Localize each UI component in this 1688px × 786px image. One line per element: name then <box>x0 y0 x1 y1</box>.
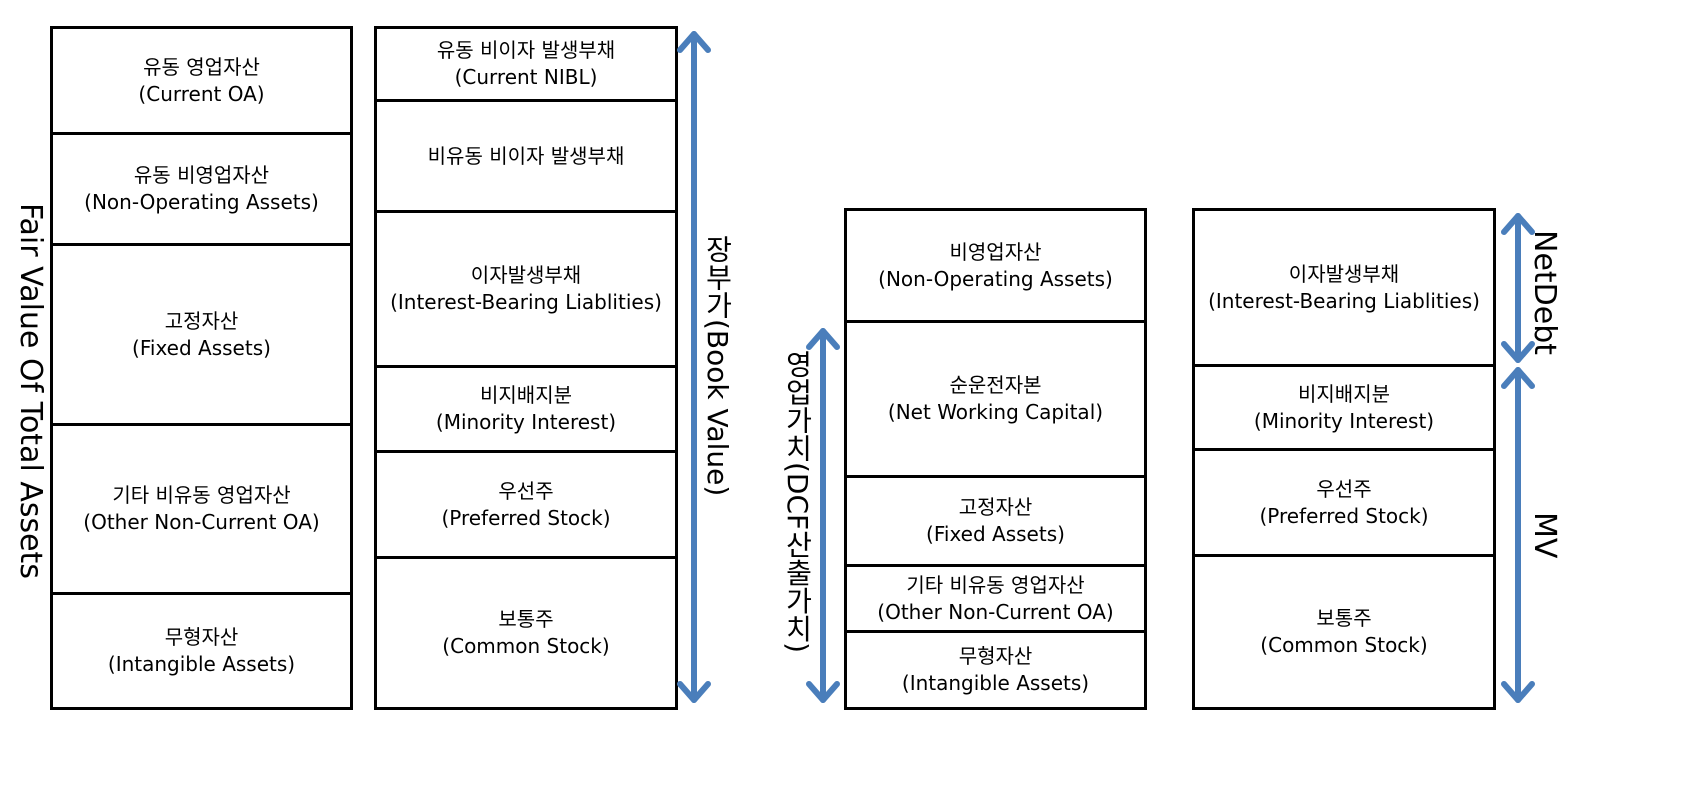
intangible-assets-cell: 무형자산 (Intangible Assets) <box>847 633 1144 707</box>
cell-korean-label: 유동 비영업자산 <box>133 163 270 187</box>
book-value-arrow <box>677 31 711 703</box>
non-current-nibl-cell: 비유동 비이자 발생부채 <box>377 102 675 213</box>
other-non-current-oa-cell: 기타 비유동 영업자산 (Other Non-Current OA) <box>847 567 1144 633</box>
cell-english-label: (Preferred Stock) <box>441 505 611 530</box>
cell-korean-label: 보통주 <box>1316 606 1372 630</box>
cell-korean-label: 유동 영업자산 <box>143 54 260 79</box>
interest-bearing-liabilities-cell: 이자발생부채 (Interest-Bearing Liablities) <box>1195 211 1493 367</box>
current-operating-assets-cell: 유동 영업자산 (Current OA) <box>53 29 350 135</box>
cell-korean-label: 유동 비이자 발생부채 <box>436 38 616 62</box>
fixed-assets-cell: 고정자산 (Fixed Assets) <box>847 478 1144 567</box>
cell-korean-label: 비영업자산 <box>949 239 1042 264</box>
minority-interest-cell: 비지배지분 (Minority Interest) <box>1195 367 1493 451</box>
cell-korean-label: 이자발생부채 <box>1288 261 1400 286</box>
cell-korean-label: 비지배지분 <box>480 383 572 407</box>
cell-english-label: (Fixed Assets) <box>132 335 271 360</box>
cell-korean-label: 우선주 <box>1316 476 1372 501</box>
cell-korean-label: 무형자산 <box>164 625 239 649</box>
cell-english-label: (Current NIBL) <box>454 65 598 89</box>
cell-english-label: (Minority Interest) <box>1253 408 1435 433</box>
cell-english-label: (Other Non-Current OA) <box>83 510 320 534</box>
cell-korean-label: 기타 비유동 영업자산 <box>112 483 291 507</box>
cell-korean-label: 기타 비유동 영업자산 <box>906 572 1085 597</box>
common-stock-cell: 보통주 (Common Stock) <box>377 559 675 707</box>
market-value-arrow <box>1501 367 1535 703</box>
cell-english-label: (Interest-Bearing Liablities) <box>1208 288 1480 313</box>
net-working-capital-cell: 순운전자본 (Net Working Capital) <box>847 323 1144 478</box>
interest-bearing-liabilities-cell: 이자발생부채 (Interest-Bearing Liablities) <box>377 213 675 368</box>
minority-interest-cell: 비지배지분 (Minority Interest) <box>377 368 675 453</box>
market-value-column: 이자발생부채 (Interest-Bearing Liablities) 비지배… <box>1192 208 1496 710</box>
cell-english-label: (Common Stock) <box>1260 633 1428 657</box>
cell-english-label: (Non-Operating Assets) <box>878 266 1113 291</box>
fair-value-label: Fair Value Of Total Assets <box>13 203 48 579</box>
operating-value-label: 영업가치(DCF산출가치) <box>781 350 814 654</box>
fixed-assets-cell: 고정자산 (Fixed Assets) <box>53 246 350 426</box>
intangible-assets-cell: 무형자산 (Intangible Assets) <box>53 595 350 707</box>
cell-korean-label: 비유동 비이자 발생부채 <box>427 143 625 168</box>
cell-english-label: (Fixed Assets) <box>926 522 1065 546</box>
operating-value-column: 비영업자산 (Non-Operating Assets) 순운전자본 (Net … <box>844 208 1147 710</box>
fair-value-assets-column: 유동 영업자산 (Current OA) 유동 비영업자산 (Non-Opera… <box>50 26 353 710</box>
cell-english-label: (Intangible Assets) <box>901 671 1090 695</box>
non-operating-assets-cell: 비영업자산 (Non-Operating Assets) <box>847 211 1144 323</box>
net-debt-arrow <box>1501 213 1535 363</box>
cell-english-label: (Preferred Stock) <box>1259 503 1429 528</box>
common-stock-cell: 보통주 (Common Stock) <box>1195 557 1493 707</box>
cell-korean-label: 이자발생부채 <box>470 263 582 287</box>
other-non-current-oa-cell: 기타 비유동 영업자산 (Other Non-Current OA) <box>53 426 350 595</box>
net-debt-label: NetDebt <box>1527 230 1562 356</box>
cell-english-label: (Net Working Capital) <box>887 400 1104 424</box>
cell-english-label: (Non-Operating Assets) <box>84 190 319 214</box>
cell-korean-label: 무형자산 <box>958 644 1033 668</box>
cell-english-label: (Current OA) <box>138 81 265 106</box>
cell-english-label: (Other Non-Current OA) <box>877 599 1114 624</box>
book-value-column: 유동 비이자 발생부채 (Current NIBL) 비유동 비이자 발생부채 … <box>374 26 678 710</box>
preferred-stock-cell: 우선주 (Preferred Stock) <box>377 453 675 559</box>
market-value-label: MV <box>1527 512 1562 559</box>
cell-korean-label: 보통주 <box>498 607 554 631</box>
operating-value-arrow <box>806 328 840 703</box>
cell-korean-label: 고정자산 <box>164 308 239 333</box>
cell-english-label: (Intangible Assets) <box>107 652 296 676</box>
cell-english-label: (Minority Interest) <box>435 410 617 434</box>
current-non-operating-assets-cell: 유동 비영업자산 (Non-Operating Assets) <box>53 135 350 246</box>
preferred-stock-cell: 우선주 (Preferred Stock) <box>1195 451 1493 557</box>
cell-english-label: (Common Stock) <box>442 634 610 658</box>
cell-korean-label: 비지배지분 <box>1298 381 1390 406</box>
cell-english-label: (Interest-Bearing Liablities) <box>390 290 662 314</box>
cell-korean-label: 순운전자본 <box>949 373 1042 397</box>
cell-korean-label: 고정자산 <box>958 495 1033 519</box>
cell-korean-label: 우선주 <box>498 478 554 503</box>
current-nibl-cell: 유동 비이자 발생부채 (Current NIBL) <box>377 29 675 102</box>
book-value-label: 장부가(Book Value) <box>701 235 734 497</box>
